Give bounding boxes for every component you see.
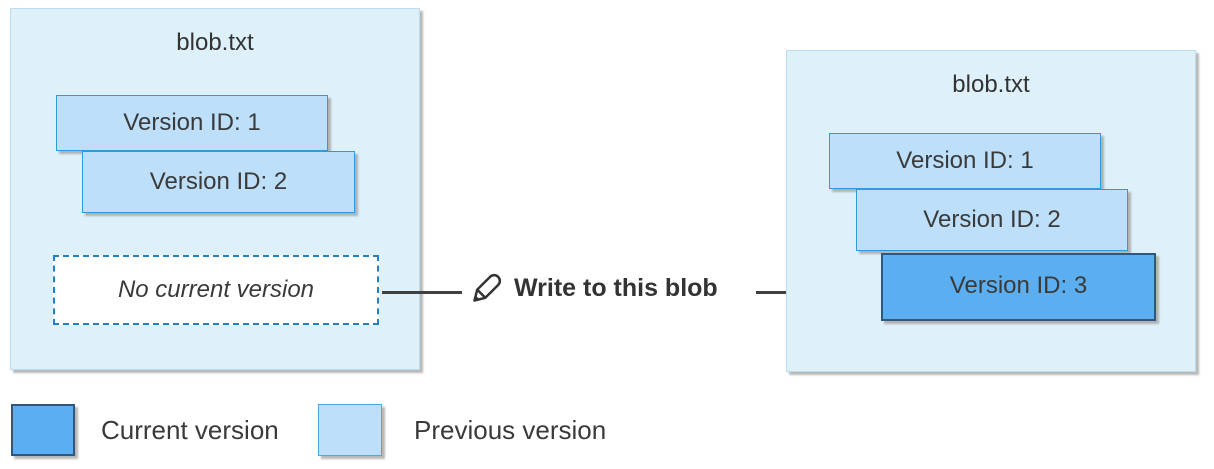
no-current-version-box: No current version: [53, 255, 379, 325]
pencil-icon: [464, 266, 508, 317]
legend-label-previous-version: Previous version: [414, 414, 607, 445]
source-version-box-1: Version ID: 1: [56, 95, 328, 151]
result-blob-container: blob.txt Version ID: 1 Version ID: 2 Ver…: [786, 50, 1196, 372]
source-version-box-2: Version ID: 2: [82, 151, 355, 213]
source-blob-container: blob.txt Version ID: 1 Version ID: 2 No …: [10, 8, 420, 370]
result-version-box-2: Version ID: 2: [856, 189, 1128, 251]
result-blob-title: blob.txt: [952, 71, 1030, 98]
connector-line-left: [382, 291, 462, 294]
legend-item-previous: Previous version: [318, 404, 606, 456]
result-version-box-1: Version ID: 1: [829, 133, 1101, 189]
legend-label-current-version: Current version: [101, 414, 279, 445]
source-blob-title: blob.txt: [176, 29, 254, 56]
write-action-label: Write to this blob: [514, 274, 718, 302]
result-version-box-3-current: Version ID: 3: [881, 253, 1156, 321]
legend-swatch-previous-version: [318, 404, 382, 456]
legend-swatch-current-version: [11, 404, 75, 456]
legend-item-current: Current version: [11, 404, 279, 456]
